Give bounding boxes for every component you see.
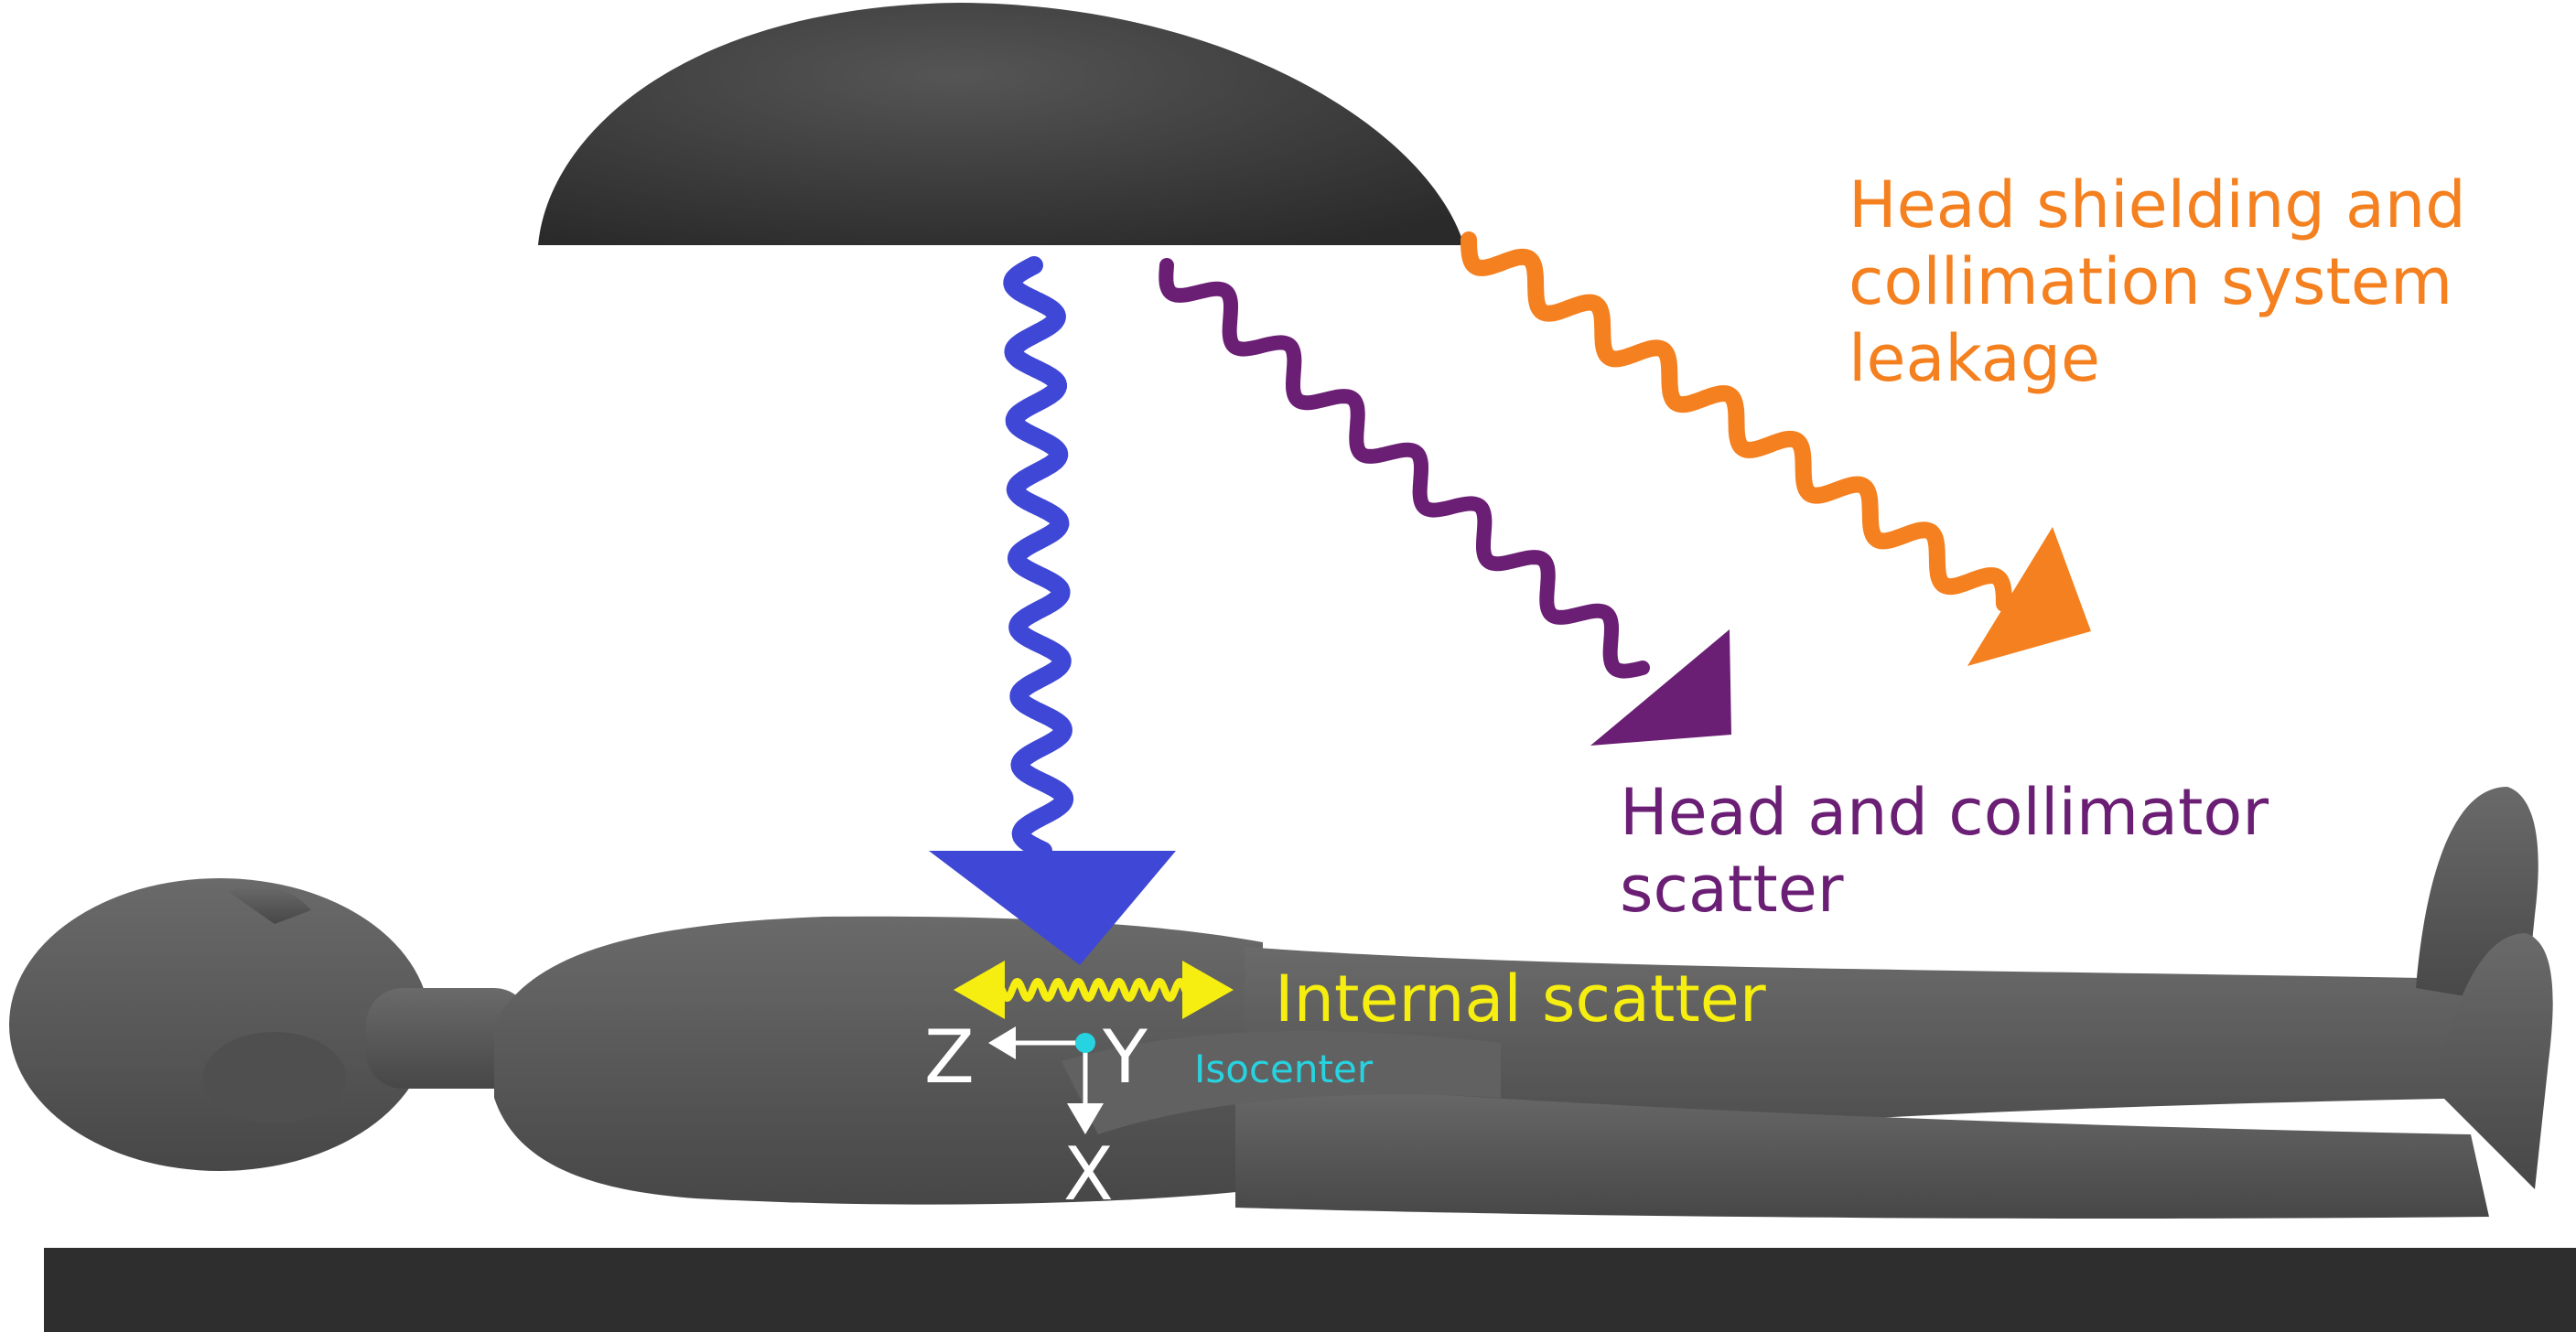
isocenter-label: Isocenter bbox=[1194, 1047, 1373, 1092]
internal-scatter bbox=[954, 961, 1234, 1019]
axis-z-label: Z bbox=[924, 1014, 975, 1101]
internal-scatter-label: Internal scatter bbox=[1275, 961, 1766, 1037]
head-scatter-arrowhead bbox=[1590, 629, 1731, 746]
head-scatter-label: Head and collimator scatter bbox=[1620, 774, 2269, 928]
isocenter-text: Isocenter bbox=[1194, 1047, 1374, 1091]
primary-beam-wave bbox=[1003, 256, 1074, 860]
head-scatter-wave bbox=[1159, 258, 1650, 679]
gantry-head bbox=[538, 3, 1464, 245]
leakage-arrowhead bbox=[1967, 527, 2091, 666]
primary-beam-arrowhead bbox=[929, 851, 1176, 965]
internal-scatter-text: Internal scatter bbox=[1275, 961, 1766, 1037]
leakage-label: Head shielding and collimation system le… bbox=[1848, 166, 2466, 397]
coordinate-axes bbox=[988, 1026, 1104, 1134]
x-axis-arrowhead bbox=[1067, 1103, 1104, 1134]
head-scatter-label-line-1: Head and collimator bbox=[1620, 775, 2269, 850]
leakage-label-line-3: leakage bbox=[1848, 321, 2101, 396]
internal-scatter-wave bbox=[998, 977, 1189, 1003]
leakage-wave bbox=[1460, 231, 2012, 612]
internal-scatter-arrow-left bbox=[954, 961, 1005, 1019]
axis-x-label: X bbox=[1063, 1131, 1114, 1219]
z-axis-arrowhead bbox=[988, 1026, 1016, 1059]
axis-z-text: Z bbox=[924, 1015, 975, 1100]
leakage-label-line-2: collimation system bbox=[1848, 244, 2453, 319]
leakage-ray bbox=[1460, 231, 2091, 666]
head-scatter-ray bbox=[1159, 258, 1731, 746]
axis-x-text: X bbox=[1063, 1132, 1114, 1217]
leakage-label-line-1: Head shielding and bbox=[1848, 167, 2466, 242]
head-scatter-label-line-2: scatter bbox=[1620, 852, 1844, 927]
axis-y-label: Y bbox=[1103, 1014, 1148, 1101]
primary-beam bbox=[929, 256, 1176, 965]
treatment-couch bbox=[44, 1248, 2576, 1332]
axis-y-text: Y bbox=[1103, 1015, 1148, 1100]
internal-scatter-arrow-right bbox=[1182, 961, 1234, 1019]
isocenter-dot bbox=[1075, 1033, 1095, 1053]
